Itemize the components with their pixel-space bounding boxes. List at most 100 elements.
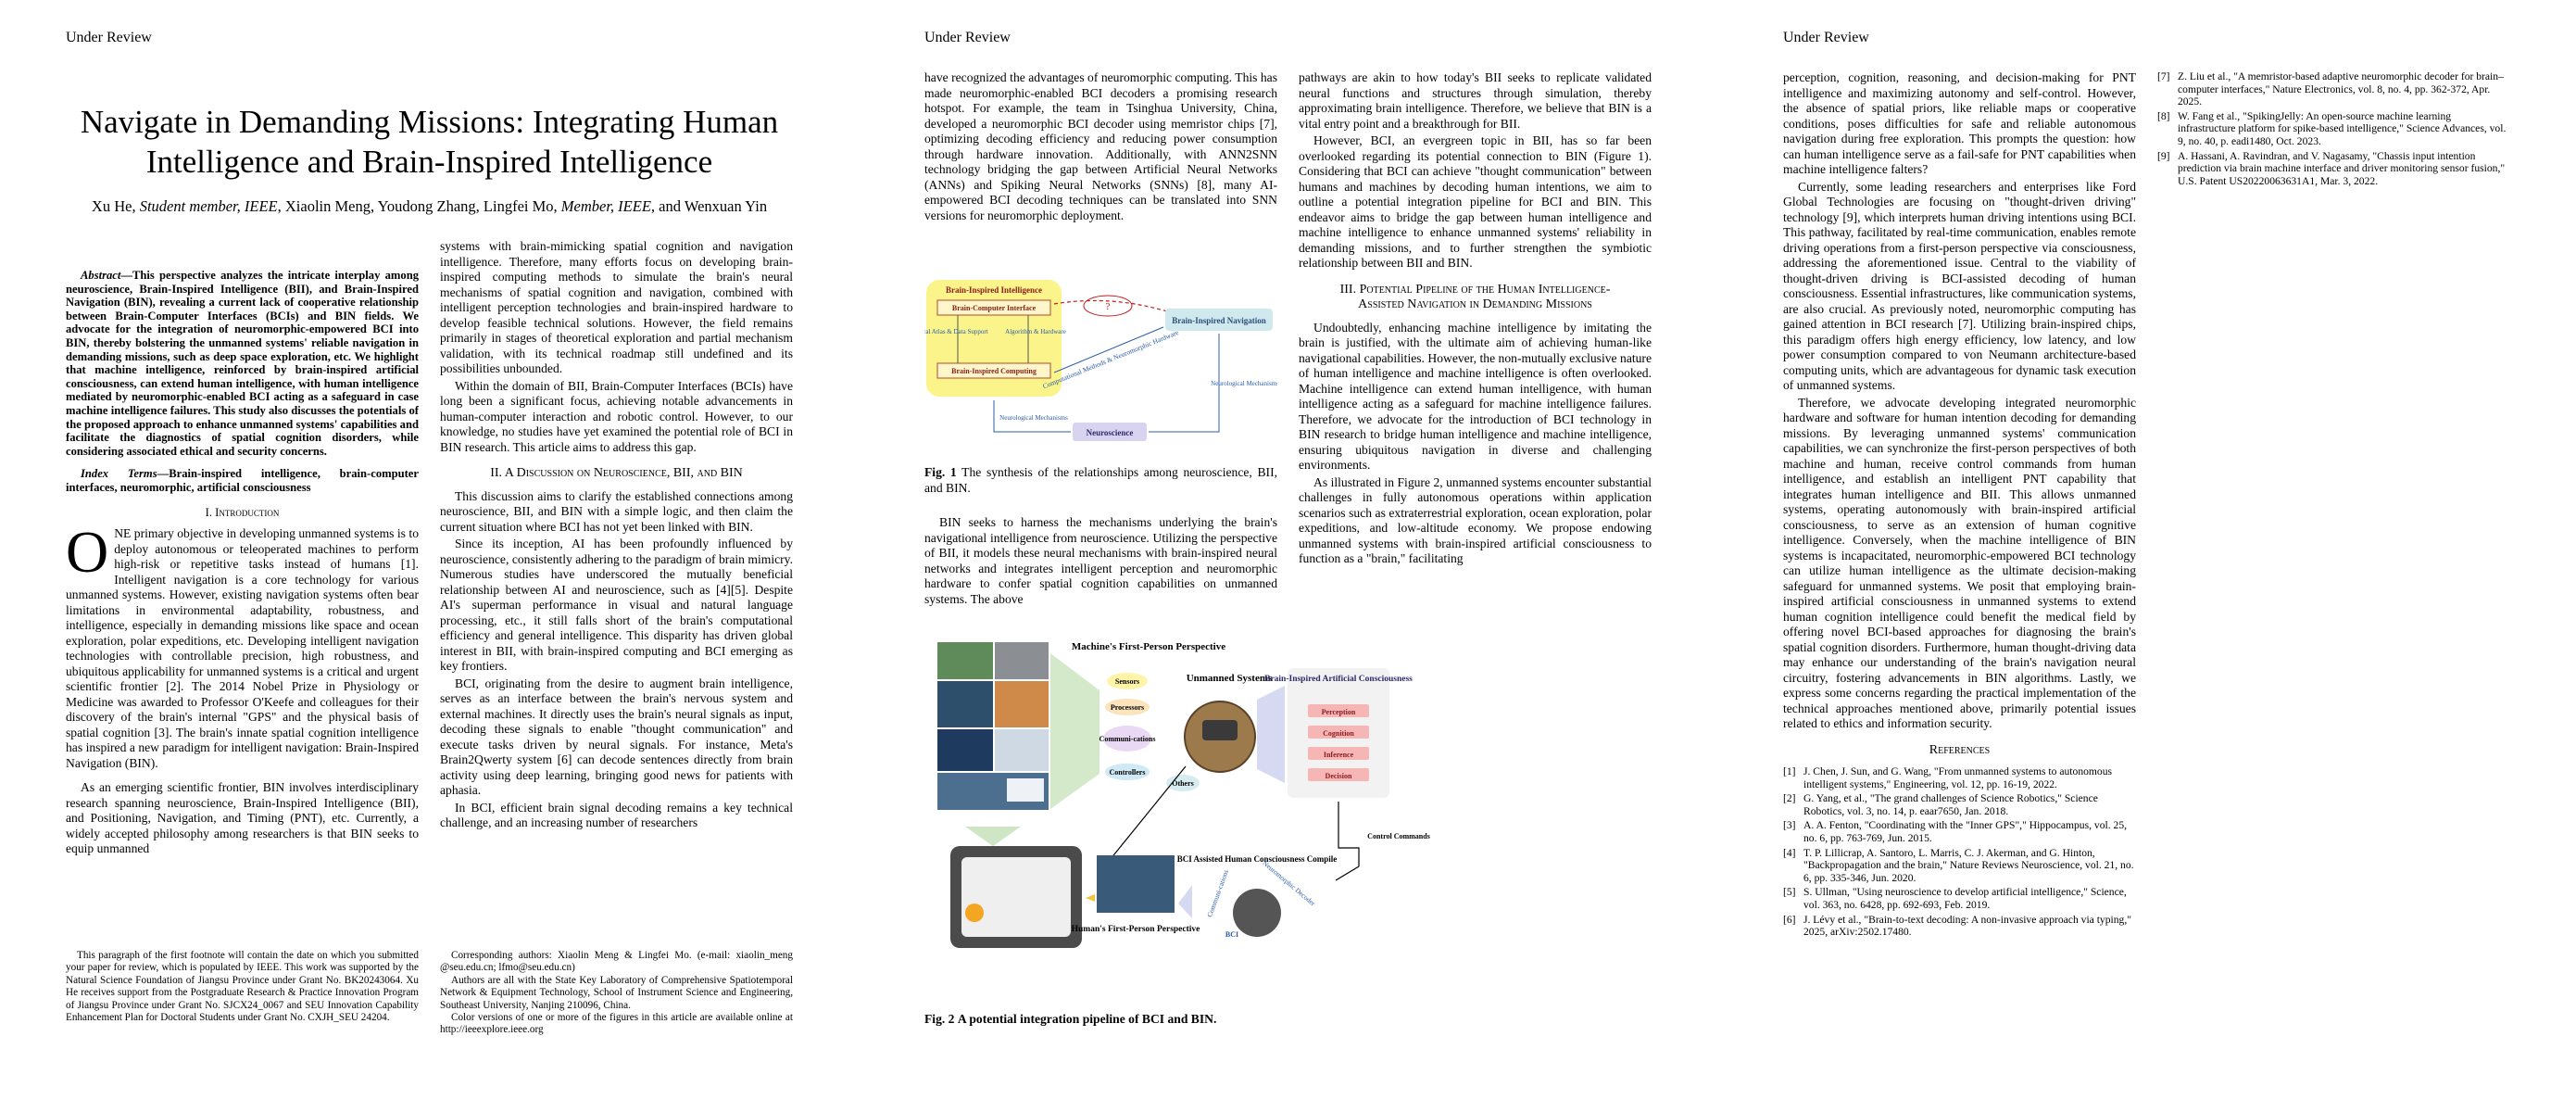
text-column-left: have recognized the advantages of neurom… (924, 70, 1277, 225)
funnel-shape (1257, 686, 1285, 783)
fig2-cognition: Cognition (1323, 729, 1354, 738)
paragraph: Within the domain of BII, Brain-Computer… (440, 378, 793, 454)
footnote: Corresponding authors: Xiaolin Meng & Li… (440, 950, 793, 974)
fig2-decision: Decision (1326, 772, 1352, 780)
fig1-comp-methods: Computational Methods & Neuromorphic Har… (1041, 328, 1180, 391)
paragraph: pathways are akin to how today's BII see… (1299, 70, 1652, 131)
index-terms: Index Terms—Brain-inspired intelligence,… (66, 467, 419, 494)
page-3: Under Review perception, cognition, reas… (1717, 0, 2576, 1112)
reference-item: [9] A. Hassani, A. Ravindran, and V. Naga… (2157, 150, 2510, 188)
arrow-line (1105, 765, 1187, 866)
controllers-pill (1105, 764, 1150, 780)
figure-2-caption: Fig. 2 A potential integration pipeline … (924, 1012, 1388, 1030)
sensors-pill (1107, 673, 1148, 689)
paragraph: BCI, originating from the desire to augm… (440, 676, 793, 798)
author-affil: Student member, IEEE (139, 197, 278, 215)
paragraph: As illustrated in Figure 2, unmanned sys… (1299, 474, 1652, 566)
abstract-column: Abstract—This perspective analyzes the i… (66, 269, 419, 866)
fig1-neuro-mech-right: Neurological Mechanisms (1211, 380, 1277, 387)
fig2-biac: Brain-Inspired Artificial Consciousness (1264, 675, 1413, 684)
paragraph-text: NE primary objective in developing unman… (66, 526, 419, 770)
arrow-line (1335, 866, 1360, 881)
reference-item: [6]J. Lévy et al., "Brain-to-text decodi… (1783, 914, 2136, 939)
reference-text: A. Hassani, A. Ravindran, and V. Nagasam… (2178, 149, 2506, 187)
remote-device-screen (961, 857, 1071, 937)
author-text: , and Wenxuan Yin (650, 197, 768, 215)
fig1-bci-label: Brain-Computer Interface (952, 304, 1037, 312)
paragraph: BIN seeks to harness the mechanisms unde… (924, 515, 1277, 606)
reference-text: W. Fang et al., "SpikingJelly: An open-s… (2178, 109, 2507, 147)
paragraph: Undoubtedly, enhancing machine intellige… (1299, 320, 1652, 473)
fig1-question: ? (1106, 301, 1111, 312)
reference-list: [1]J. Chen, J. Sun, and G. Wang, "From u… (1783, 765, 2136, 939)
question-ellipse (1083, 295, 1133, 317)
bii-region (926, 280, 1062, 397)
photo-cave (937, 681, 993, 727)
figure-1: Brain-Inspired Intelligence Brain-Comput… (924, 280, 1277, 441)
caption-text: The synthesis of the relationships among… (924, 465, 1277, 495)
index-terms-label: Index Terms (81, 467, 157, 481)
dashed-arrow (1053, 299, 1168, 312)
footnote-block: Corresponding authors: Xiaolin Meng & Li… (440, 950, 793, 1037)
figure-1-caption: Fig. 1 The synthesis of the relationship… (924, 465, 1277, 498)
fig2-unmanned: Unmanned Systems (1187, 673, 1273, 684)
figure-2: Machine's First-Person Perspective Unman… (937, 641, 1430, 948)
paragraph: systems with brain-mimicking spatial cog… (440, 239, 793, 375)
text-column-right: systems with brain-mimicking spatial cog… (440, 239, 793, 833)
perception-box (1308, 704, 1369, 717)
others-pill (1166, 775, 1200, 791)
drop-cap: O (66, 519, 109, 586)
reference-number: [6] (1783, 913, 1796, 926)
fig1-bii-label: Brain-Inspired Intelligence (946, 285, 1042, 295)
index-terms-text: —Brain-inspired intelligence, brain-comp… (66, 467, 419, 494)
paragraph: have recognized the advantages of neurom… (924, 70, 1277, 222)
fig1-neuroscience-label: Neuroscience (1087, 428, 1134, 437)
reference-text: G. Yang, et al., "The grand challenges o… (1803, 792, 2098, 817)
paragraph: Since its inception, AI has been profoun… (440, 537, 793, 673)
arrow-line (1149, 334, 1220, 433)
reference-item: [2] G. Yang, et al., "The grand challenge… (1783, 792, 2136, 817)
down-arrow-shape (965, 827, 1021, 846)
fig2-communications: Communi-cations (1100, 735, 1156, 743)
caption-label: Fig. 1 (924, 465, 957, 479)
reference-number: [1] (1783, 765, 1796, 777)
section-heading: III. Potential Pipeline of the Human Int… (1339, 282, 1611, 297)
fig2-bci: BCI (1225, 930, 1238, 939)
reference-number: [2] (1783, 792, 1796, 805)
fig2-others: Others (1172, 779, 1194, 788)
fig2-bci-assisted: BCI Assisted Human Consciousness Compile (1177, 854, 1338, 864)
reference-number: [4] (1783, 846, 1796, 859)
decision-box (1308, 768, 1369, 781)
photo-ship (1007, 778, 1044, 802)
arrow-line (1338, 802, 1360, 866)
paragraph: Currently, some leading researchers and … (1783, 179, 2136, 393)
reference-item: [5]S. Ullman, "Using neuroscience to dev… (1783, 886, 2136, 911)
fig1-algorithm: Algorithm & Hardware (1005, 328, 1066, 335)
reference-item: [8]W. Fang et al., "SpikingJelly: An ope… (2157, 110, 2510, 148)
running-header: Under Review (66, 30, 152, 45)
reference-text: T. P. Lillicrap, A. Santoro, L. Marris, … (1803, 846, 2134, 884)
communications-pill (1103, 726, 1151, 752)
bci-box (936, 299, 1051, 316)
fig2-controllers: Controllers (1110, 768, 1146, 777)
running-header: Under Review (924, 30, 1011, 45)
paragraph: In BCI, efficient brain signal decoding … (440, 800, 793, 830)
reference-number: [7] (2157, 70, 2170, 82)
funnel-shape (1050, 653, 1100, 809)
footnote: Authors are all with the State Key Labor… (440, 974, 793, 1011)
arrow-head (1086, 894, 1095, 902)
footnote-block: This paragraph of the first footnote wil… (66, 950, 419, 1024)
vr-photo (1097, 855, 1175, 913)
fig2-sensors: Sensors (1115, 677, 1139, 686)
reference-number: [9] (2157, 149, 2170, 162)
section-heading: References (1929, 742, 1991, 757)
text-column-left: perception, cognition, reasoning, and de… (1783, 70, 2136, 941)
reference-item: [7] Z. Liu et al., "A memristor-based ada… (2157, 70, 2510, 108)
paragraph: perception, cognition, reasoning, and de… (1783, 70, 2136, 176)
paragraph: As an emerging scientific frontier, BIN … (66, 780, 419, 856)
robot-body (1202, 720, 1238, 740)
page-2: Under Review have recognized the advanta… (859, 0, 1717, 1112)
reference-text: Z. Liu et al., "A memristor-based adapti… (2178, 70, 2504, 108)
paragraph: However, BCI, an evergreen topic in BII,… (1299, 133, 1652, 270)
arrow-line (1053, 326, 1164, 373)
